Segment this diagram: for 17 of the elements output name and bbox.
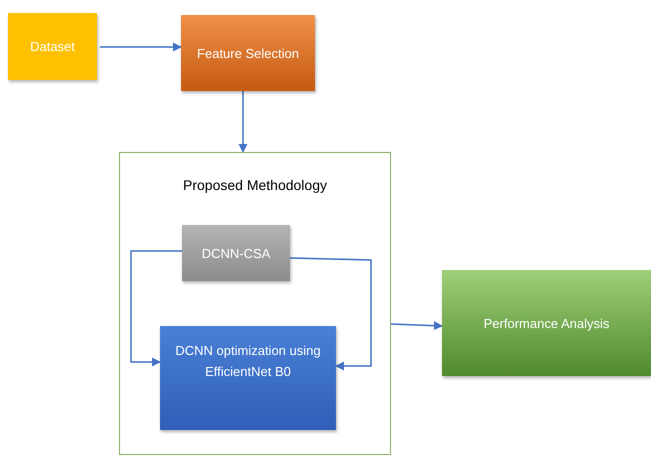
box-label: Dataset <box>29 39 76 54</box>
process-box <box>182 225 290 281</box>
arrow <box>290 257 372 370</box>
arrow <box>130 250 182 366</box>
group-heading: Proposed Methodology <box>182 177 328 193</box>
box-label: Performance Analysis <box>482 316 610 330</box>
arrow <box>238 91 248 153</box>
arrow <box>390 321 443 330</box>
arrow <box>100 42 182 52</box>
process-box <box>442 270 651 376</box>
box-label: DCNN-CSA <box>200 246 272 260</box>
group-frame <box>119 152 391 455</box>
process-box <box>160 326 336 430</box>
process-box <box>8 13 97 80</box>
box-label: DCNN optimization using EfficientNet B0 <box>174 342 322 381</box>
box-label: Feature Selection <box>196 46 300 60</box>
process-box <box>181 15 315 91</box>
